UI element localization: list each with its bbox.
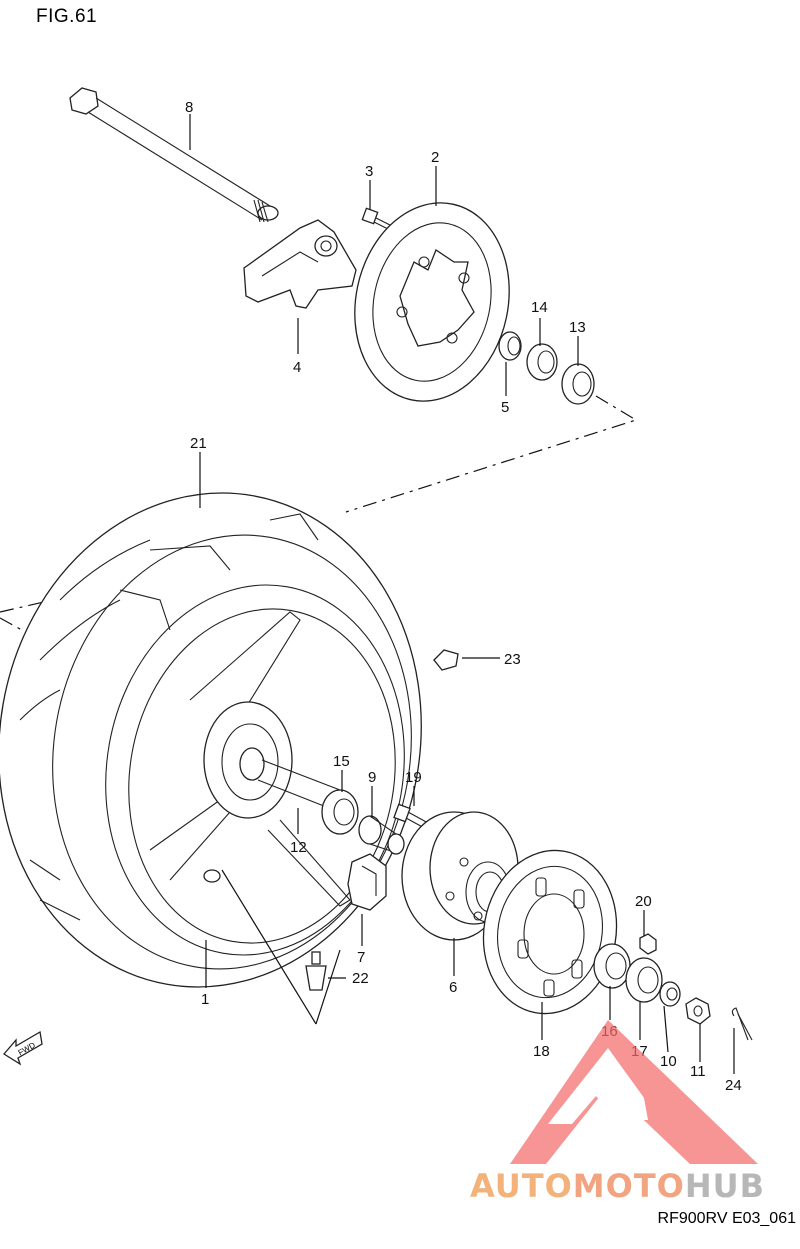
callout-6: 6 — [449, 979, 457, 996]
washer-part[interactable] — [659, 981, 681, 1007]
brake-disc-part[interactable] — [337, 188, 527, 415]
callout-9: 9 — [368, 769, 376, 786]
watermark-hub: HUB — [684, 1167, 766, 1205]
valve-part[interactable] — [305, 951, 327, 991]
wheel-rim-part[interactable] — [77, 561, 433, 979]
callout-11: 11 — [690, 1063, 706, 1080]
callout-5: 5 — [501, 399, 509, 416]
callout-12: 12 — [290, 839, 307, 856]
caliper-bracket-part[interactable] — [243, 219, 357, 309]
callout-3: 3 — [365, 163, 373, 180]
callout-8: 8 — [185, 99, 193, 116]
callout-24: 24 — [725, 1077, 742, 1094]
axle-nut-part[interactable] — [685, 997, 711, 1025]
watermark-text: AUTOMOTOHUB — [470, 1167, 765, 1205]
bearing-part[interactable] — [526, 343, 558, 381]
collar-9-part[interactable] — [358, 815, 405, 855]
callout-7: 7 — [357, 949, 365, 966]
sprocket-bearing-part[interactable] — [593, 943, 631, 989]
watermark-moto: MOTO — [572, 1167, 685, 1205]
callout-1: 1 — [201, 991, 209, 1008]
fwd-arrow-icon: FWD — [3, 1030, 43, 1066]
callout-18: 18 — [533, 1043, 550, 1060]
figure-title: FIG.61 — [36, 6, 98, 27]
callout-21: 21 — [190, 435, 207, 452]
callout-23: 23 — [504, 651, 521, 668]
spacer-part[interactable] — [257, 759, 341, 811]
sprocket-nut-part[interactable] — [639, 933, 657, 955]
callout-15: 15 — [333, 753, 350, 770]
collar-part[interactable] — [498, 331, 522, 361]
balance-weight-part[interactable] — [433, 649, 459, 671]
watermark-logo — [510, 1020, 758, 1164]
callout-19: 19 — [405, 769, 422, 786]
watermark-auto: AUTO — [470, 1167, 573, 1205]
callout-22: 22 — [352, 970, 369, 987]
wheel-bearing-part[interactable] — [321, 789, 359, 835]
leader-lines — [189, 114, 735, 1074]
bolt-part[interactable] — [361, 207, 393, 231]
callout-10: 10 — [660, 1053, 677, 1070]
callout-labels: 8 3 2 4 5 14 13 21 23 15 9 19 12 7 22 6 … — [185, 99, 742, 1094]
damper-part[interactable] — [347, 853, 387, 911]
axle-part[interactable] — [69, 87, 279, 223]
figure-code: RF900RV E03_061 — [657, 1210, 796, 1227]
sprocket-seal-part[interactable] — [625, 957, 663, 1003]
callout-13: 13 — [569, 319, 586, 336]
seal-part[interactable] — [561, 363, 595, 405]
callout-2: 2 — [431, 149, 439, 166]
callout-14: 14 — [531, 299, 548, 316]
rear-sprocket-part[interactable] — [471, 840, 629, 1024]
callout-4: 4 — [293, 359, 301, 376]
cotter-pin-part[interactable] — [731, 1007, 753, 1041]
callout-20: 20 — [635, 893, 652, 910]
